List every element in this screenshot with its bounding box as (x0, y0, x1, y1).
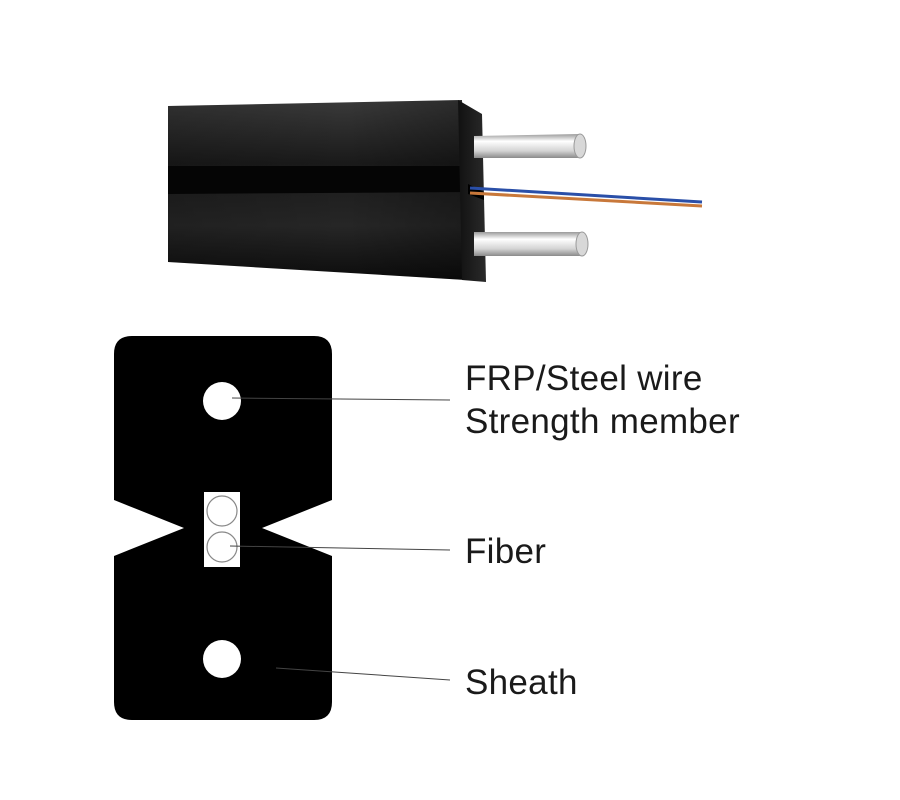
leader-line-strength-member (231, 397, 451, 401)
label-strength-member-line2: Strength member (465, 402, 740, 441)
fiber-circle-upper (206, 495, 238, 527)
fiber-circle-lower (206, 531, 238, 563)
lower-strength-member-hole (203, 640, 241, 678)
label-sheath: Sheath (465, 663, 578, 702)
leader-line-fiber (229, 545, 451, 551)
cable-3d-illustration (168, 100, 703, 282)
fiber-strands (469, 186, 703, 208)
lower-strength-member-wire (474, 231, 589, 257)
cross-section-diagram (114, 336, 451, 720)
label-fiber: Fiber (465, 532, 547, 571)
label-strength-member-line1: FRP/Steel wire (465, 359, 703, 398)
leader-line-sheath (275, 667, 451, 681)
upper-strength-member-hole (203, 382, 241, 420)
upper-strength-member-wire (474, 133, 587, 159)
cable-sheath-body (168, 100, 486, 282)
